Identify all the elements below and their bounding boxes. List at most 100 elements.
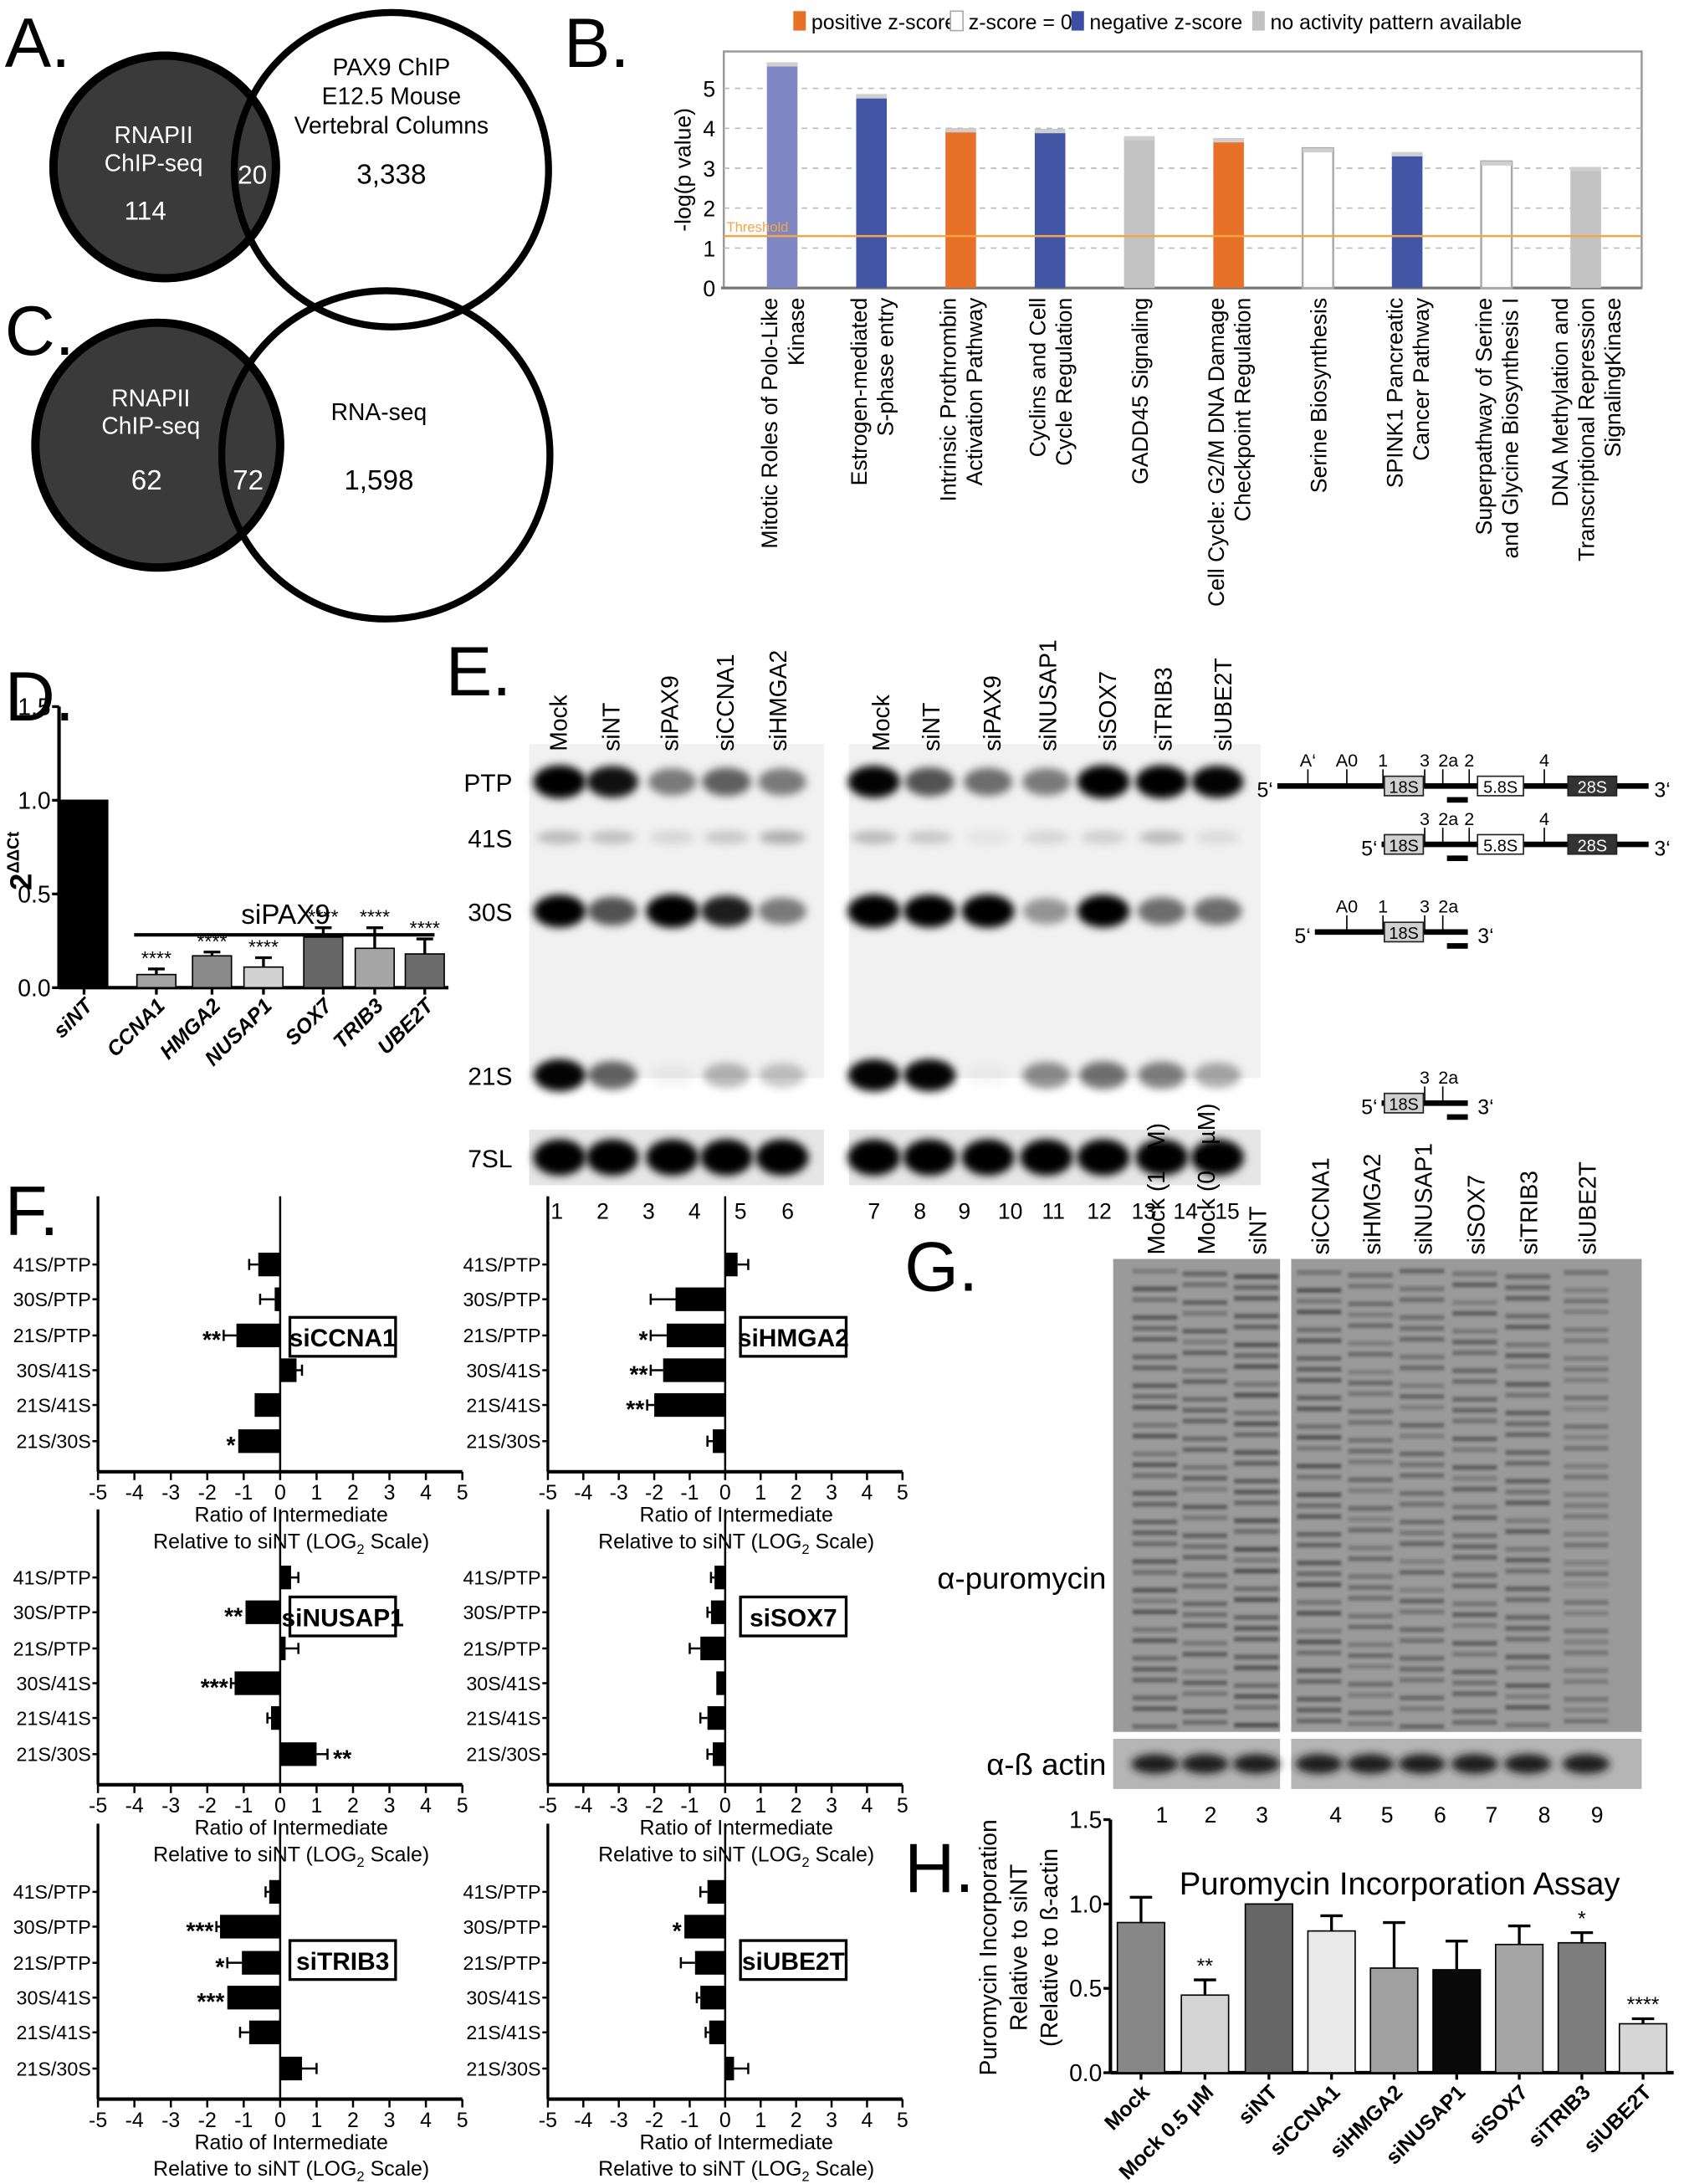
lane-label: siNT	[918, 703, 944, 751]
significance-marker: ****	[141, 947, 171, 969]
protein-smear-band	[1505, 1683, 1550, 1689]
protein-smear-band	[1564, 1650, 1609, 1656]
venn-c-left-count: 62	[131, 465, 162, 496]
protein-smear-band	[1400, 1325, 1445, 1331]
protein-smear-band	[1348, 1556, 1393, 1561]
lane-number: 6	[1434, 1802, 1446, 1828]
bar	[1116, 1921, 1166, 2074]
band	[1135, 1139, 1189, 1176]
x-tick-label: -2	[645, 1794, 663, 1817]
legend-swatch-zero	[949, 10, 964, 32]
protein-smear-band	[1452, 1572, 1497, 1578]
rrna-label: 18S	[1389, 837, 1418, 855]
protein-smear-band	[1234, 1694, 1279, 1700]
bar	[666, 1323, 725, 1348]
protein-smear-band	[1348, 1596, 1393, 1601]
protein-smear-band	[1234, 1615, 1279, 1620]
protein-smear-band	[1505, 1342, 1550, 1348]
protein-smear-band	[1182, 1328, 1227, 1334]
rrna-label: 28S	[1578, 779, 1607, 797]
significance-marker: ***	[186, 1917, 213, 1944]
protein-smear-band	[1297, 1542, 1342, 1548]
x-tick-label: 1	[755, 1481, 766, 1505]
y-tick-label: 2	[703, 197, 715, 222]
protein-smear-band	[1452, 1486, 1497, 1492]
protein-smear-band	[1400, 1473, 1445, 1479]
panel-label-c: C.	[5, 292, 74, 370]
category-label: siNT	[49, 993, 98, 1043]
category-label: 21S/41S	[17, 1707, 91, 1729]
x-tick-label: 4	[420, 2109, 432, 2132]
protein-smear-band	[1132, 1587, 1178, 1593]
protein-smear-band	[1400, 1297, 1445, 1303]
protein-smear-band	[1452, 1350, 1497, 1356]
protein-smear-band	[1400, 1462, 1445, 1468]
x-tick-label: 1	[311, 1481, 323, 1505]
venn-c-right-count: 1,598	[344, 465, 413, 496]
bar	[270, 1705, 280, 1730]
significance-marker: ****	[1627, 1993, 1660, 2017]
bar	[220, 1915, 280, 1939]
protein-smear-band	[1234, 1392, 1279, 1398]
protein-smear-band	[1452, 1669, 1497, 1675]
protein-smear-band	[1452, 1368, 1497, 1373]
x-tick-label: 0	[274, 2109, 286, 2132]
bar	[707, 1705, 725, 1730]
lane-number: 12	[1087, 1198, 1112, 1223]
protein-smear-band	[1564, 1560, 1609, 1566]
protein-smear-band	[1564, 1377, 1609, 1383]
protein-smear-band	[1452, 1651, 1497, 1657]
band	[847, 894, 901, 928]
protein-smear-band	[1234, 1597, 1279, 1602]
category-label: Cell Cycle: G2/M DNA Damage	[1204, 298, 1229, 607]
significance-marker: *	[673, 1917, 682, 1944]
protein-smear-band	[1348, 1664, 1393, 1669]
protein-smear-band	[1297, 1696, 1342, 1702]
protein-smear-band	[1452, 1691, 1497, 1696]
protein-smear-band	[1452, 1623, 1497, 1628]
protein-smear-band	[1182, 1271, 1227, 1277]
protein-smear-band	[1348, 1545, 1393, 1551]
actin-band	[1131, 1754, 1179, 1774]
band	[965, 830, 1011, 845]
protein-smear-band	[1452, 1379, 1497, 1384]
protein-smear-band	[1400, 1383, 1445, 1388]
protein-smear-band	[1182, 1350, 1227, 1356]
category-label: SignalingKinase	[1600, 298, 1625, 458]
x-tick-label: 2	[347, 1481, 359, 1505]
protein-smear-band	[1505, 1295, 1550, 1301]
category-label: Cycle Regulation	[1052, 298, 1077, 466]
cleavage-site-label: 3	[1420, 808, 1430, 829]
bar	[1301, 146, 1334, 290]
venn-c-right-circle	[218, 287, 554, 623]
cleavage-site-label: 1	[1378, 896, 1388, 917]
x-axis-label-line1: Ratio of Intermediate	[639, 1504, 832, 1527]
lane-label: siSOX7	[1094, 671, 1121, 751]
x-tick-label: 3	[384, 1481, 396, 1505]
band	[700, 1139, 753, 1176]
rrna-label: 18S	[1389, 1096, 1418, 1115]
panel-label-a: A.	[5, 4, 71, 82]
protein-smear-band	[1348, 1284, 1393, 1289]
band	[586, 766, 639, 798]
lane-number: 2	[1205, 1802, 1217, 1828]
panel-label-g: G.	[904, 1228, 978, 1306]
x-tick-label: 4	[420, 1481, 432, 1505]
rrna-label: 5.8S	[1483, 779, 1518, 797]
protein-smear-band	[1182, 1533, 1227, 1539]
band	[1139, 830, 1185, 845]
y-tick-label: 1	[703, 236, 715, 261]
five-prime-label: 5‘	[1361, 1096, 1377, 1120]
protein-smear-band	[1182, 1691, 1227, 1696]
x-tick-label: -2	[198, 2109, 217, 2132]
three-prime-label: 3‘	[1477, 925, 1493, 948]
protein-smear-band	[1505, 1284, 1550, 1290]
bar	[675, 1287, 725, 1311]
cleavage-site-label: 2a	[1438, 896, 1459, 917]
category-label: Serine Biosynthesis	[1306, 298, 1331, 493]
probe-bar	[1446, 1114, 1468, 1120]
band	[1078, 1061, 1129, 1089]
